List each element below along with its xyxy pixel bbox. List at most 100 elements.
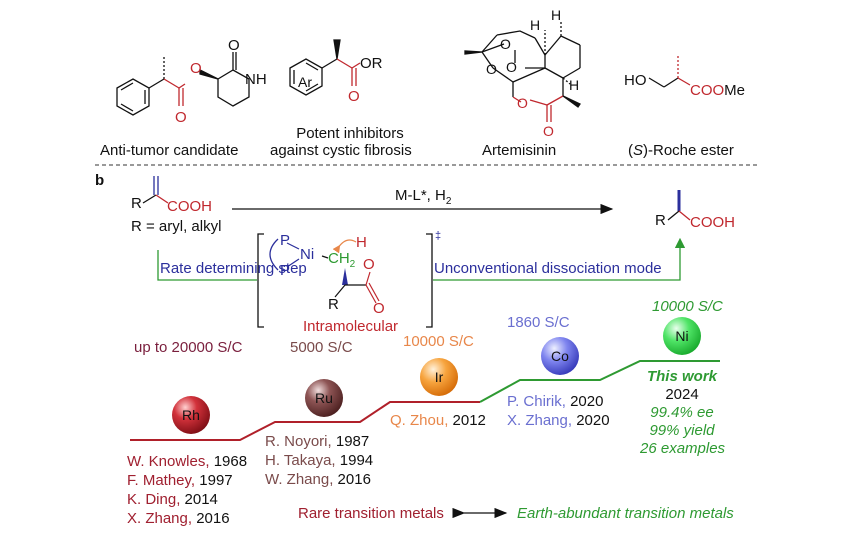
lactam-oxygen-label: O	[228, 37, 240, 54]
caption-prefix: (	[628, 142, 633, 159]
lactone-oxygen: O	[517, 95, 528, 111]
ref-year: 2012	[452, 412, 486, 429]
substrate-acid: COOH	[167, 198, 212, 215]
ts-bracket-left	[257, 233, 264, 328]
nh-label: NH	[245, 71, 267, 88]
rare-metal-step-line	[130, 401, 480, 441]
ir-sc: 10000 S/C	[403, 333, 474, 350]
co-sc: 1860 S/C	[507, 314, 570, 331]
co-references: P. Chirik, 2020 X. Zhang, 2020	[507, 392, 610, 430]
hydroxyl-label: HO	[624, 72, 647, 89]
sphere-co: Co	[541, 337, 579, 375]
ref-year: 1994	[339, 452, 374, 469]
anti-tumor-caption: Anti-tumor candidate	[100, 142, 239, 159]
ts-nickel: Ni	[300, 246, 315, 263]
caption-suffix: )-Roche ester	[643, 142, 734, 159]
ref-author: X. Zhang,	[127, 510, 193, 527]
roche-ester-caption: (S)-Roche ester	[628, 142, 734, 159]
product-acid: COOH	[690, 214, 735, 231]
wedge-bond	[342, 268, 348, 285]
rare-metals-label: Rare transition metals	[298, 505, 444, 522]
inhibitor-carbonyl-oxygen: O	[348, 88, 360, 105]
ir-references: Q. Zhou, 2012	[390, 412, 486, 429]
ch-subscript: 2	[349, 259, 356, 270]
ts-oxygen-2: O	[373, 300, 385, 317]
ru-references: R. Noyori, 1987 H. Takaya, 1994 W. Zhang…	[265, 432, 373, 489]
substrate-r-definition: R = aryl, alkyl	[131, 218, 222, 235]
c-o-double-bond-1	[365, 284, 377, 304]
or-label: OR	[360, 55, 383, 72]
ref-author: F. Mathey,	[127, 472, 196, 489]
this-work-examples: 26 examples	[640, 440, 726, 457]
rh-references: W. Knowles, 1968 F. Mathey, 1997 K. Ding…	[127, 452, 247, 528]
substrate-structure	[142, 176, 169, 204]
svg-text:Ni: Ni	[675, 328, 688, 344]
ref-year: 2020	[570, 393, 604, 410]
reference-item: W. Knowles, 1968	[127, 452, 247, 471]
this-work-yield: 99% yield	[649, 422, 715, 439]
aryl-label: Ar	[298, 74, 312, 90]
rh-sc: up to 20000 S/C	[134, 339, 243, 356]
ref-year: 1997	[199, 472, 233, 489]
ref-author: H. Takaya,	[265, 452, 336, 469]
abundant-metals-label: Earth-abundant transition metals	[517, 505, 734, 522]
h-label-2: H	[551, 7, 561, 23]
c-o-bond	[365, 271, 371, 286]
this-work-title: This work	[646, 368, 717, 385]
reference-item: X. Zhang, 2020	[507, 411, 610, 430]
svg-text:Ir: Ir	[435, 369, 444, 385]
reference-item: K. Ding, 2014	[127, 490, 247, 509]
ch-text: CH	[328, 250, 350, 267]
peroxide-oxygen-1: O	[500, 36, 511, 52]
ref-author: Q. Zhou,	[390, 412, 449, 429]
sphere-ir: Ir	[420, 358, 458, 396]
ref-author: R. Noyori,	[265, 433, 332, 450]
c-r-bond	[334, 284, 346, 298]
ref-author: W. Zhang,	[265, 471, 334, 488]
ts-oxygen-1: O	[363, 256, 375, 273]
ts-ch2: CH2	[328, 250, 355, 270]
reference-item: F. Mathey, 1997	[127, 471, 247, 490]
ref-year: 2014	[184, 491, 218, 508]
ts-hydrogen: H	[356, 234, 367, 251]
ts-dagger: ‡	[435, 230, 442, 242]
ni-c-bond	[321, 255, 329, 259]
ref-year: 2016	[337, 471, 371, 488]
ligand-backbone	[269, 238, 279, 271]
roche-ester-structure	[648, 55, 691, 88]
reference-item: P. Chirik, 2020	[507, 392, 610, 411]
dissociation-mode-note: Unconventional dissociation mode	[434, 260, 662, 277]
svg-text:Ru: Ru	[315, 390, 333, 406]
reaction-conditions: M-L*, H2	[395, 187, 451, 207]
reference-item: H. Takaya, 1994	[265, 451, 373, 470]
ni-sc: 10000 S/C	[652, 298, 723, 315]
rate-determining-step-note: Rate determining step	[160, 260, 307, 277]
conditions-subscript: 2	[445, 196, 452, 207]
ref-year: 2016	[196, 510, 230, 527]
inhibitor-caption-line1: Potent inhibitors	[296, 125, 404, 142]
ts-r-group: R	[328, 296, 339, 313]
abundant-metal-step-line	[479, 360, 720, 403]
pathway-line-right	[433, 237, 686, 281]
ref-year: 1968	[213, 453, 248, 470]
reference-item: X. Zhang, 2016	[127, 509, 247, 528]
ts-phosphorus-1: P	[280, 232, 291, 249]
h-label-1: H	[530, 17, 540, 33]
ether-oxygen: O	[486, 61, 497, 77]
ref-author: K. Ding,	[127, 491, 181, 508]
artemisinin-structure	[464, 22, 581, 122]
p-ni-bond-2	[286, 258, 300, 268]
caption-stereo: S	[633, 142, 644, 159]
c-o-double-bond-2	[368, 282, 380, 302]
p-ni-bond-1	[286, 242, 300, 250]
this-work-block: This work 2024 99.4% ee 99% yield 26 exa…	[640, 368, 726, 458]
product-structure	[667, 190, 691, 221]
h-label-3: H	[569, 77, 579, 93]
this-work-year: 2024	[665, 386, 699, 403]
ts-caption: Intramolecular	[303, 318, 399, 335]
inhibitor-structure	[289, 39, 361, 96]
sphere-ru: Ru	[305, 379, 343, 417]
ts-bracket-right	[426, 233, 433, 328]
ru-sc: 5000 S/C	[290, 339, 353, 356]
